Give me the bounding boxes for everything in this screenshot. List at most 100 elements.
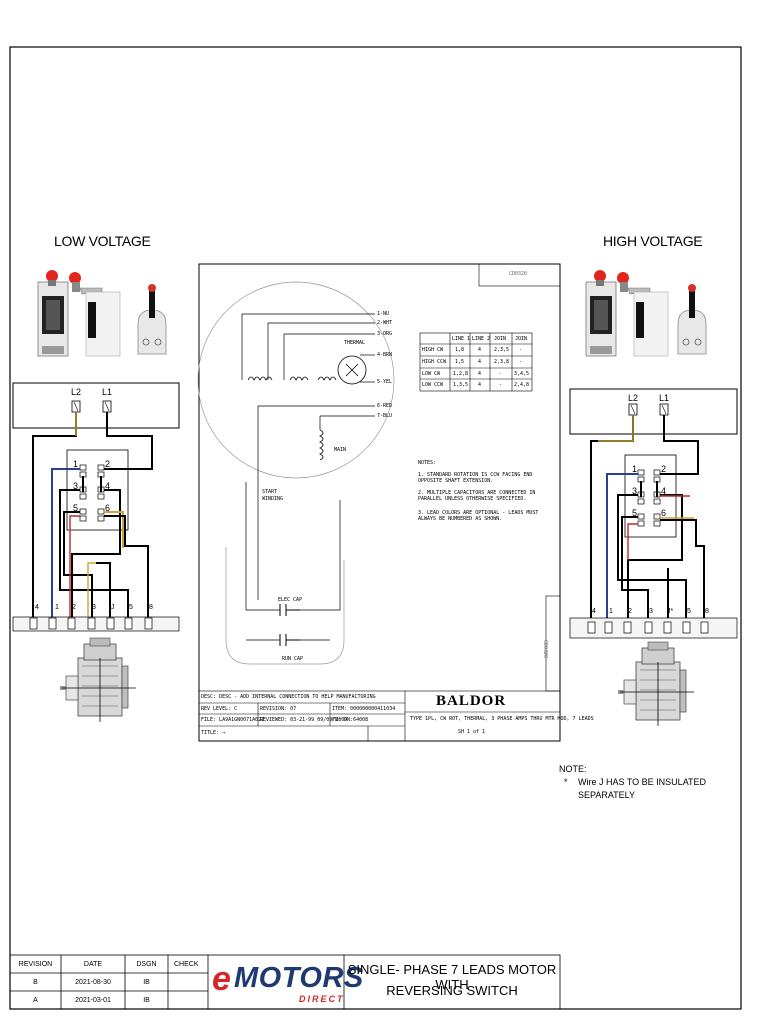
- baldor-drawing-number-vertical: CD0320: [542, 640, 548, 659]
- high-switch-label-4: 4: [661, 486, 667, 496]
- emotors-logo: e MOTORS DIRECT: [210, 958, 363, 1006]
- baldor-rev-level: REV LEVEL: C: [201, 706, 238, 712]
- drawing-title-line-1: SINGLE- PHASE 7 LEADS MOTOR WITH: [347, 962, 557, 992]
- baldor-lead-lines: [241, 313, 375, 641]
- baldor-drawing-number-box: [478, 263, 561, 287]
- high-switch-label-5: 5: [632, 508, 638, 518]
- baldor-lead-label: 7-BLU: [377, 413, 393, 419]
- low-wires: [32, 412, 153, 617]
- low-l1-terminal: [102, 400, 112, 413]
- baldor-drawing-number: CD0320: [509, 271, 528, 277]
- baldor-fn: FN: DN:64008: [332, 717, 369, 723]
- baldor-sheet: SH 1 of 1: [458, 729, 486, 735]
- low-switch-label-1: 1: [73, 459, 79, 469]
- baldor-item: ITEM: 000000000411034: [332, 706, 396, 712]
- high-terminal-label: J*: [667, 608, 674, 615]
- dsgn-header: DSGN: [136, 960, 157, 968]
- table-header-cell: JOIN: [494, 336, 507, 342]
- high-terminal-label: 2: [628, 608, 632, 615]
- baldor-run-cap-label: RUN CAP: [282, 656, 304, 662]
- table-cell: 1,2,8: [453, 371, 469, 377]
- table-cell: 2,3,8: [494, 359, 510, 365]
- table-cell: HIGH CCW: [422, 359, 447, 365]
- baldor-revision: REVISION: 07: [260, 706, 297, 712]
- revision-cell: B: [33, 978, 38, 986]
- low-terminal-label: 4: [35, 604, 39, 611]
- high-terminals: [587, 621, 709, 634]
- baldor-logo: BALDOR: [436, 693, 507, 709]
- baldor-footer: TYPE 1PL, CW ROT, THERMAL, 3 PHASE AMPS …: [410, 716, 594, 722]
- low-terminal-label: 1: [55, 604, 59, 611]
- low-terminal-label: 2: [72, 604, 76, 611]
- baldor-capacitors: [279, 604, 300, 646]
- high-switch-label-6: 6: [661, 508, 667, 518]
- high-l1-label: L1: [659, 393, 670, 403]
- baldor-lead-label: 2-WHT: [377, 320, 393, 326]
- table-cell: -: [519, 347, 523, 353]
- high-terminal-label: 4: [592, 608, 596, 615]
- baldor-file: FILE: LA9A1GN0071A022: [201, 717, 265, 723]
- table-cell: -: [499, 371, 503, 377]
- baldor-note: 1. STANDARD ROTATION IS CCW FACING END O…: [418, 472, 533, 484]
- baldor-windings: [247, 355, 367, 461]
- table-cell: 1,3,5: [453, 382, 469, 388]
- baldor-elec-cap-label: ELEC CAP: [278, 597, 303, 603]
- table-cell: 3,4,5: [514, 371, 530, 377]
- logo-motors: MOTORS: [234, 962, 364, 994]
- baldor-main-winding-label: MAIN: [334, 447, 347, 453]
- low-switch-label-5: 5: [73, 503, 79, 513]
- low-terminal-strip: [12, 616, 180, 632]
- low-knob-picture: [137, 284, 167, 355]
- high-l1-terminal: [659, 403, 669, 416]
- baldor-connection-table-grid: [419, 332, 533, 392]
- note-title: NOTE:: [559, 764, 587, 774]
- table-cell: HIGH CW: [422, 347, 444, 353]
- high-l2-label: L2: [628, 393, 639, 403]
- logo-direct: DIRECT: [299, 994, 345, 1004]
- low-terminal-label: 3: [92, 604, 96, 611]
- baldor-lead-label: 3-ORG: [377, 331, 393, 337]
- high-wires: [590, 415, 705, 622]
- table-cell: 4: [478, 371, 482, 377]
- dsgn-cell: IB: [143, 978, 150, 986]
- high-voltage-heading: HIGH VOLTAGE: [603, 233, 703, 249]
- baldor-lead-label: 1-NU: [377, 311, 390, 317]
- low-terminal-label: J: [111, 604, 115, 611]
- high-switch-label-1: 1: [632, 464, 638, 474]
- revision-cell: A: [33, 996, 38, 1004]
- revision-header: REVISION: [18, 960, 53, 968]
- baldor-notes-title: NOTES:: [418, 460, 437, 466]
- low-l1-label: L1: [102, 387, 113, 397]
- date-cell: 2021-08-30: [75, 978, 111, 986]
- table-cell: 2,3,5: [494, 347, 510, 353]
- high-switch-picture: [585, 270, 669, 357]
- low-terminal-label: 5: [129, 604, 133, 611]
- baldor-lead-label: 5-YEL: [377, 379, 393, 385]
- high-switch-label-2: 2: [661, 464, 667, 474]
- low-l2-label: L2: [71, 387, 82, 397]
- baldor-start-winding-label: START WINDING: [262, 489, 284, 502]
- check-cell: [168, 991, 208, 1009]
- high-l2-terminal: [628, 403, 638, 416]
- low-switch-picture: [37, 270, 121, 357]
- low-switch-label-3: 3: [73, 481, 79, 491]
- table-header-cell: JOIN: [515, 336, 528, 342]
- baldor-title: TITLE: →: [201, 730, 226, 736]
- baldor-lead-label: 4-BRN: [377, 352, 393, 358]
- high-motor-picture: [618, 641, 694, 726]
- logo-e: e: [212, 960, 231, 998]
- high-supply-box: [569, 388, 738, 435]
- low-terminals: [29, 617, 153, 630]
- high-terminal-label: 5: [687, 608, 691, 615]
- baldor-desc: DESC: DESC - ADD INTERNAL CONNECTION TO …: [201, 694, 376, 700]
- high-terminal-label: 8: [705, 608, 709, 615]
- baldor-motor-outline: [197, 281, 395, 479]
- low-terminal-label: 8: [149, 604, 153, 611]
- check-cell: [168, 973, 208, 991]
- date-header: DATE: [83, 960, 103, 968]
- date-cell: 2021-03-01: [75, 996, 111, 1004]
- note-bullet: *: [564, 777, 568, 787]
- drawing-title-line-2: REVERSING SWITCH: [386, 983, 518, 998]
